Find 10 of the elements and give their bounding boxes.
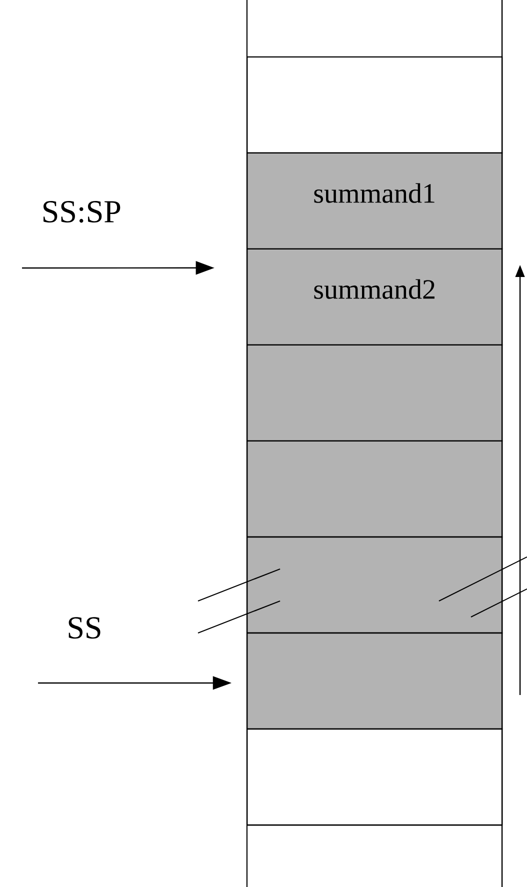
empty-memory-cell <box>246 344 503 442</box>
empty-memory-cell <box>246 632 503 730</box>
memory-cell: summand1 <box>246 152 503 250</box>
memory-cell: summand2 <box>246 248 503 346</box>
empty-memory-cell <box>246 56 503 154</box>
pointer-label: SS:SP <box>44 201 120 223</box>
empty-memory-cell <box>246 440 503 538</box>
empty-memory-cell <box>246 728 503 826</box>
pointer-label: SS <box>68 617 100 639</box>
empty-memory-cell <box>246 536 503 634</box>
